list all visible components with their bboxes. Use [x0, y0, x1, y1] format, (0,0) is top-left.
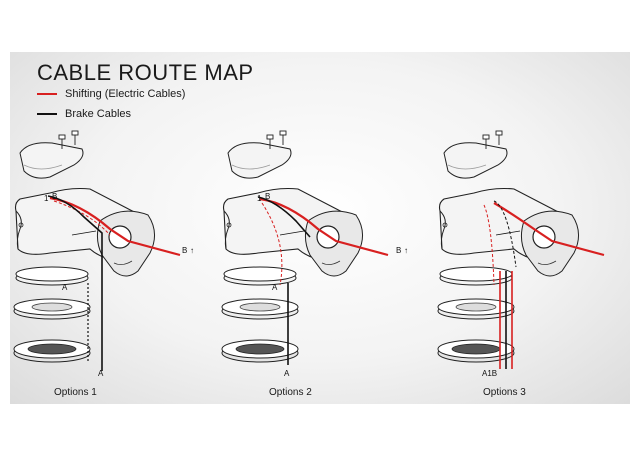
legend-label-brake: Brake Cables	[65, 108, 132, 120]
option-2-label-right2: ↑	[404, 246, 408, 255]
option-2-label-bottom: A	[284, 369, 290, 378]
option-2-label-right: B	[396, 246, 401, 255]
option-1-caption: Options 1	[54, 387, 97, 398]
legend-swatch-black	[37, 113, 57, 115]
option-2-caption: Options 2	[269, 387, 312, 398]
option-1-label-right2: ↑	[190, 246, 194, 255]
option-2-label-top: 1	[257, 194, 262, 203]
option-2-label-top2: B	[265, 192, 270, 201]
option-1-assembly	[13, 130, 181, 371]
option-3-caption: Options 3	[483, 387, 526, 398]
option-2-assembly	[221, 130, 389, 365]
option-3-label-bottom: A1B	[482, 369, 497, 378]
option-3-assembly	[437, 130, 605, 369]
page-title: CABLE ROUTE MAP	[37, 60, 254, 85]
option-1-label-bottom: A	[98, 369, 104, 378]
legend-label-shifting: Shifting (Electric Cables)	[65, 88, 186, 100]
option-1-label-top2: B	[52, 192, 57, 201]
legend-item-brake: Brake Cables	[37, 108, 131, 120]
option-1-label-right: B	[182, 246, 187, 255]
option-1-label-left: A	[62, 283, 68, 292]
option-2-label-left: A	[272, 283, 278, 292]
legend-item-shifting: Shifting (Electric Cables)	[37, 88, 185, 100]
legend-swatch-red	[37, 93, 57, 95]
option-1-label-top: 1	[44, 194, 49, 203]
